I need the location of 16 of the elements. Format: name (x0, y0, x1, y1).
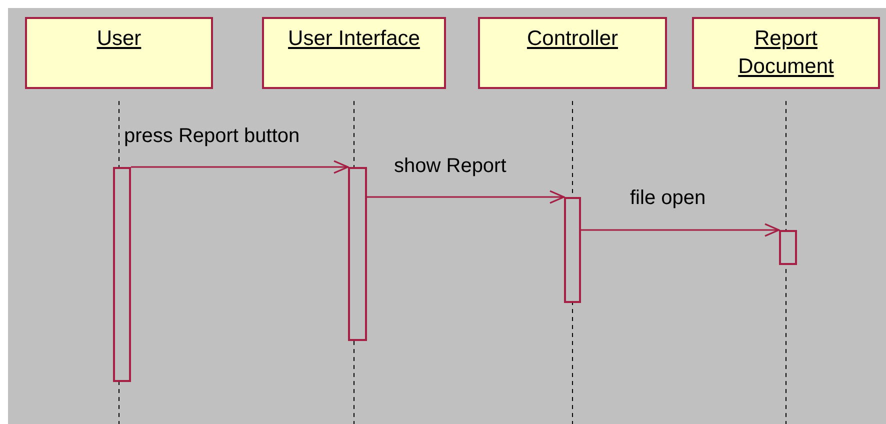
participant-name: User (96, 27, 142, 50)
participant-name: User Interface (288, 27, 420, 50)
activation-bar (779, 230, 797, 265)
lifeline-head (692, 17, 880, 89)
message-arrow (131, 160, 349, 174)
activation-bar (564, 197, 581, 303)
activation-bar (113, 167, 131, 382)
message-arrow (581, 223, 780, 237)
lifeline-head (25, 17, 213, 89)
participant-name: Report Document (738, 27, 834, 78)
lifeline-head (262, 17, 446, 89)
message-label: show Report (392, 155, 508, 178)
activation-bar (348, 167, 367, 341)
lifeline-head (478, 17, 667, 89)
participant-name: Controller (526, 27, 618, 50)
message-arrow (367, 190, 565, 204)
